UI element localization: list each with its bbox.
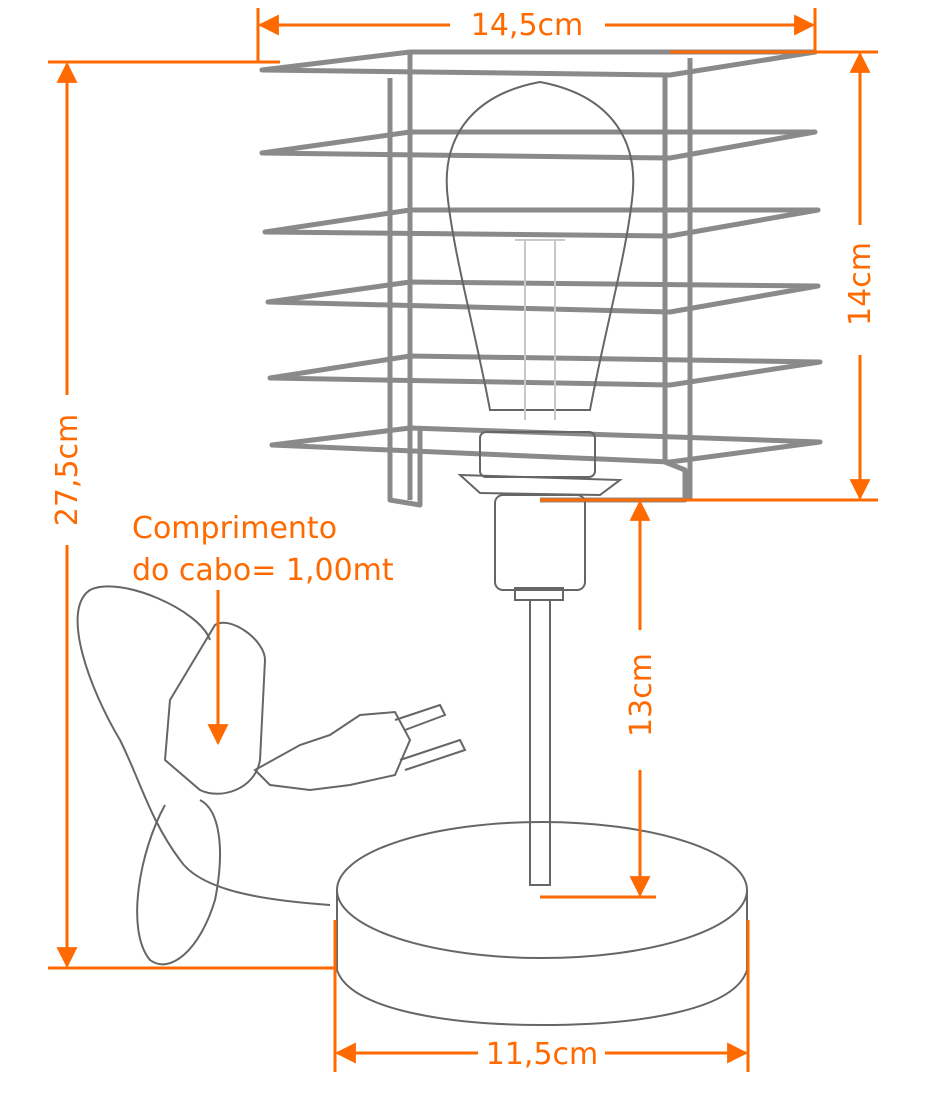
lamp-illustration: [76, 49, 823, 1027]
dimension-top-width: 14,5cm: [250, 8, 817, 64]
dimension-total-height: 27,5cm: [48, 60, 335, 970]
dimension-shade-height: 14cm: [540, 50, 878, 502]
base: [336, 821, 748, 1027]
annotation-line-1: Comprimento: [132, 511, 337, 546]
total-height-label: 27,5cm: [50, 414, 85, 527]
cable-switch-plug: [76, 585, 467, 966]
stem: [529, 599, 551, 886]
cage: [259, 49, 823, 508]
top-width-label: 14,5cm: [471, 8, 584, 43]
annotation-line-2: do cabo= 1,00mt: [132, 553, 394, 588]
stem-height-label: 13cm: [624, 653, 659, 737]
dimension-base-width: 11,5cm: [333, 920, 750, 1072]
dimension-stem-height: 13cm: [540, 499, 659, 899]
cable-length-annotation: Comprimento do cabo= 1,00mt: [132, 511, 394, 746]
bulb: [445, 80, 635, 601]
shade-height-label: 14cm: [843, 242, 878, 326]
base-width-label: 11,5cm: [486, 1037, 599, 1072]
